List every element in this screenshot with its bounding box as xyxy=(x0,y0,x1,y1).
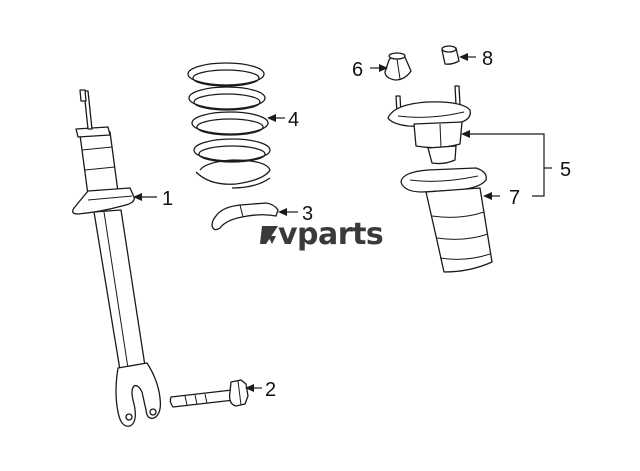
callout-1: 1 xyxy=(162,188,173,210)
callout-6: 6 xyxy=(352,59,363,81)
watermark-logo: vparts xyxy=(260,217,384,252)
callout-4: 4 xyxy=(288,109,299,131)
strut-assembly xyxy=(72,89,162,427)
callout-3: 3 xyxy=(302,203,313,225)
lower-bolt xyxy=(169,379,249,408)
callout-8: 8 xyxy=(482,48,493,70)
leader-lines xyxy=(133,53,552,392)
spring-seat xyxy=(211,202,279,231)
dust-boot xyxy=(400,167,493,273)
bump-stop-cap xyxy=(384,52,412,81)
top-nut-cap xyxy=(441,45,460,65)
callout-7: 7 xyxy=(509,187,520,209)
callout-2: 2 xyxy=(265,379,276,401)
coil-spring xyxy=(187,62,271,189)
upper-mount xyxy=(387,85,471,165)
watermark-text: vparts xyxy=(278,217,383,252)
callout-5: 5 xyxy=(560,159,571,181)
